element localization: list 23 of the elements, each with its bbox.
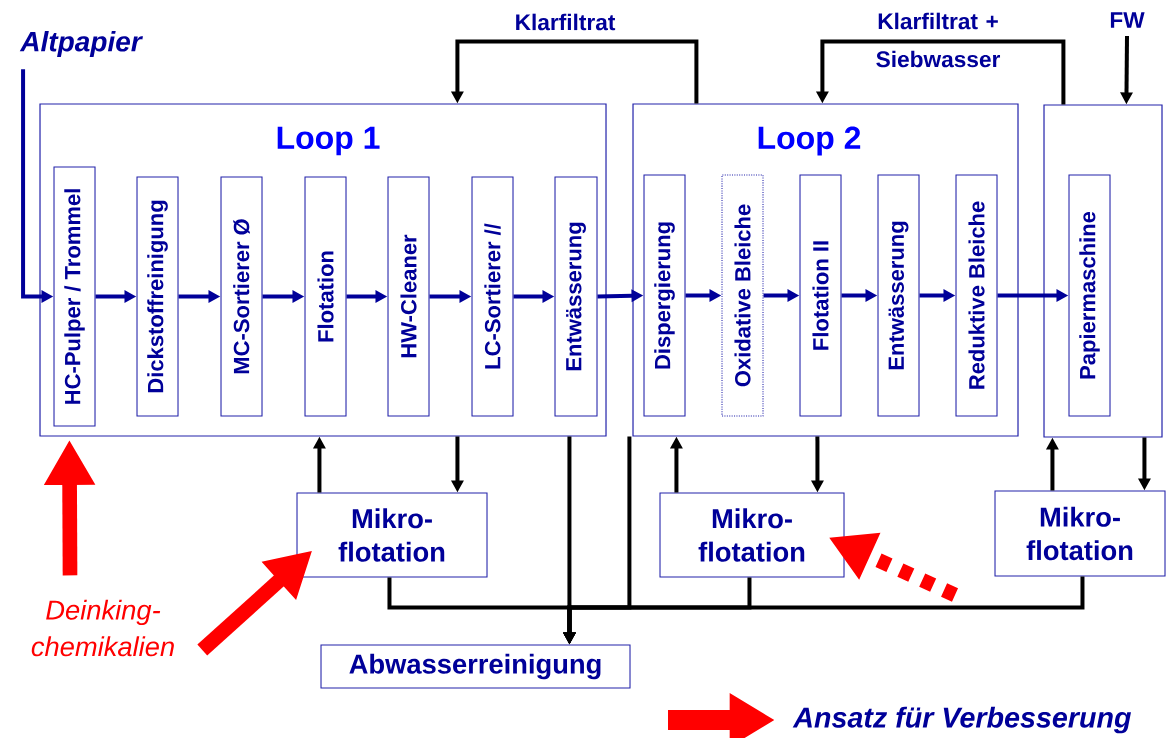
legend-text: Ansatz für Verbesserung [792, 706, 1131, 734]
stream-label: Deinking- chemikalien [31, 599, 174, 657]
process-box: LC-Sortierer // [471, 176, 514, 417]
process-box: MC-Sortierer Ø [220, 176, 263, 417]
process-box: Dispergierung [643, 174, 686, 417]
process-box: Mikro- flotation [296, 492, 488, 578]
stream-label: Altpapier [19, 30, 143, 58]
process-box: Dickstoffreinigung [136, 176, 179, 417]
edge-label: Klarfiltrat [513, 12, 617, 32]
process-box: Papiermaschine [1068, 174, 1111, 417]
process-box: HW-Cleaner [387, 176, 430, 417]
process-box: Abwasserreinigung [320, 644, 631, 689]
process-box: Oxidative Bleiche [721, 174, 764, 417]
process-box: Flotation [304, 176, 347, 417]
edge-label: Klarfiltrat + Siebwasser [876, 12, 1000, 68]
process-box: Mikro- flotation [659, 492, 845, 578]
process-box: Mikro- flotation [994, 490, 1166, 577]
process-box: Reduktive Bleiche [955, 174, 998, 417]
process-box: Flotation II [799, 174, 842, 417]
process-box: HC-Pulper / Trommel [53, 166, 96, 427]
process-box: Entwässerung [877, 174, 920, 417]
process-box: Entwässerung [554, 176, 598, 417]
stream-label: FW [1110, 12, 1145, 28]
